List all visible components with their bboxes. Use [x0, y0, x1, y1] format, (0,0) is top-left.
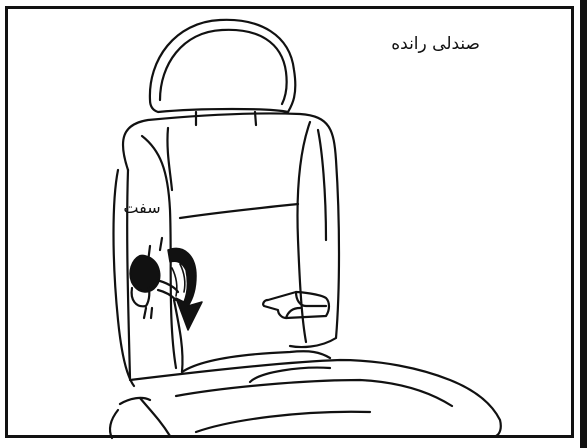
label-tight: سفت: [112, 198, 172, 217]
hand-pointer-icon: [263, 292, 329, 318]
curved-down-arrow-icon: [168, 248, 202, 330]
seat-cushion: [110, 360, 501, 438]
headrest: [150, 20, 295, 125]
seat-back: [114, 113, 340, 386]
caption-drivers-seat: صندلی رانده: [330, 34, 480, 54]
